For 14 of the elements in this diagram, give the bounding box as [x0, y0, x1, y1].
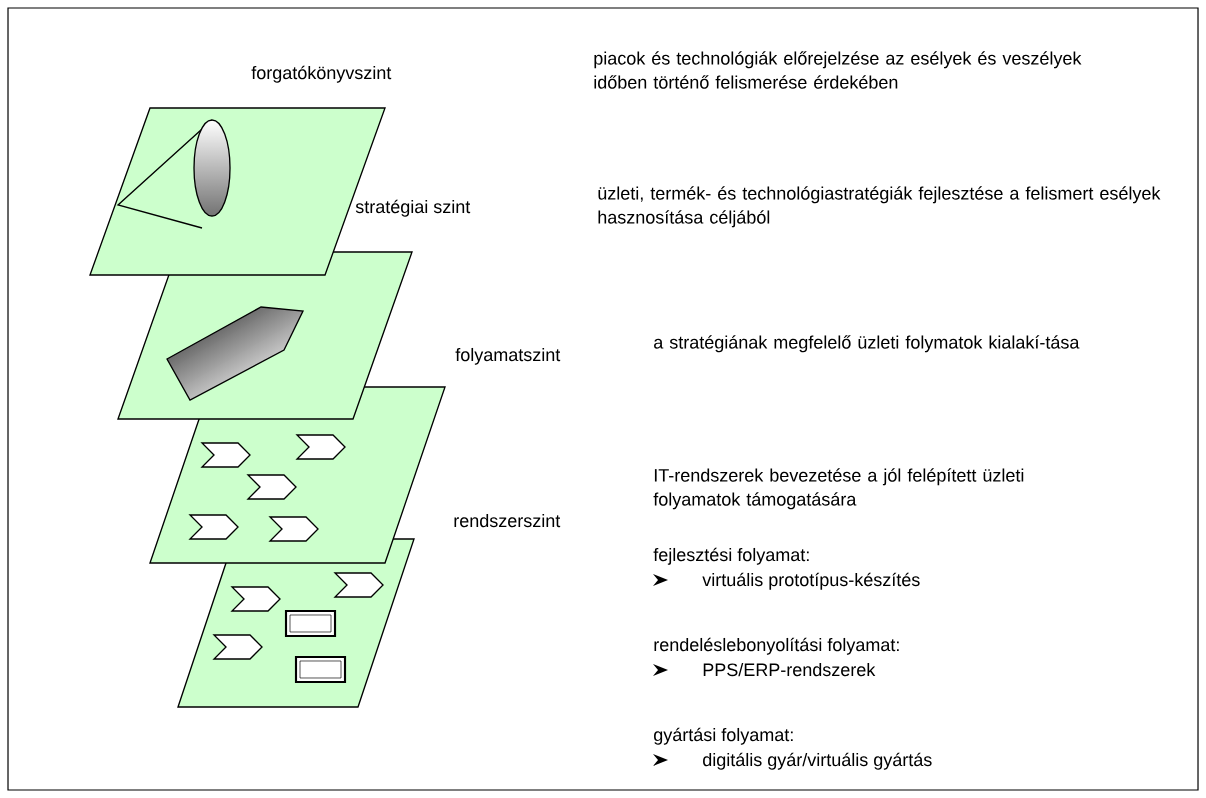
level-label: stratégiai szint: [355, 199, 471, 217]
list-heading: rendeléslebonyolítási folyamat:: [654, 637, 899, 655]
level-label: folyamatszint: [455, 347, 561, 365]
list-heading: fejlesztési folyamat:: [653, 547, 809, 565]
description-text: piacok és technológiák előrejelzése az esélyek és veszélyek időben történő felismerése érdekében: [594, 51, 1082, 89]
list-heading: gyártási folyamat:: [654, 727, 793, 745]
level-label: forgatókönyvszint: [251, 65, 392, 83]
description-text: IT-rendszerek bevezetése a jól felépített üzleti folyamatok támogatására: [653, 468, 1024, 510]
list-item: PPS/ERP-rendszerek: [703, 662, 876, 677]
description-text: a stratégiának megfelelő üzleti folymatok kialakí-tása: [654, 335, 1080, 353]
description-text: üzleti, termék- és technológiastratégiák fejlesztése a felismert esélyek hasznosítása céljából: [598, 186, 1161, 228]
list-item: virtuális prototípus-készítés: [702, 572, 920, 590]
list-item: digitális gyár/virtuális gyártás: [703, 752, 932, 770]
level-label: rendszerszint: [454, 513, 561, 528]
